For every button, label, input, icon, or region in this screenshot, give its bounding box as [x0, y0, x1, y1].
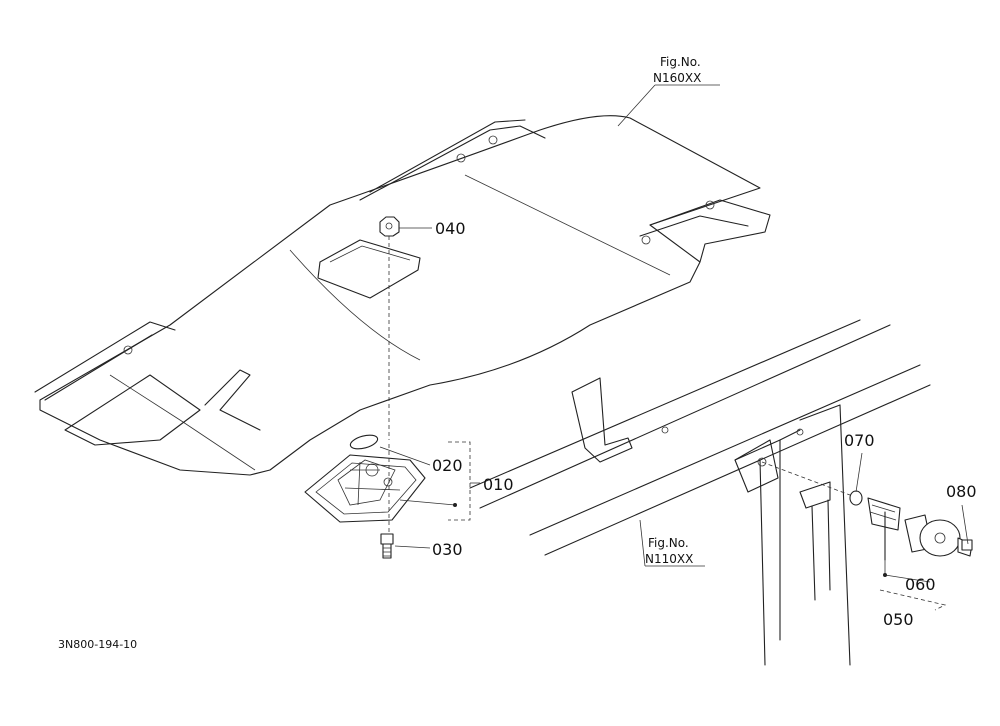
- frame-beam: [469, 319, 931, 556]
- figure-ref-number-top: N160XX: [653, 71, 701, 85]
- callout-050: 050: [883, 610, 914, 629]
- callout-060: 060: [905, 575, 936, 594]
- callout-030: 030: [432, 540, 463, 559]
- figure-ref-label-top: Fig.No.: [660, 55, 701, 69]
- roof-panel: [34, 115, 771, 476]
- leader-lines: [379, 84, 969, 611]
- callout-080: 080: [946, 482, 977, 501]
- callout-070: 070: [844, 431, 875, 450]
- lens: [349, 434, 379, 450]
- screw: [380, 533, 394, 559]
- switch-assembly: [761, 461, 973, 561]
- callout-010: 010: [483, 475, 514, 494]
- knob: [919, 519, 961, 557]
- vertical-post: [734, 404, 851, 666]
- figure-ref-number-bottom: N110XX: [645, 552, 693, 566]
- figure-ref-label-bottom: Fig.No.: [648, 536, 689, 550]
- dome-lamp: [304, 454, 426, 523]
- drawing-code: 3N800-194-10: [58, 638, 137, 651]
- washer: [849, 490, 863, 506]
- nut: [379, 216, 400, 237]
- callout-040: 040: [435, 219, 466, 238]
- callout-020: 020: [432, 456, 463, 475]
